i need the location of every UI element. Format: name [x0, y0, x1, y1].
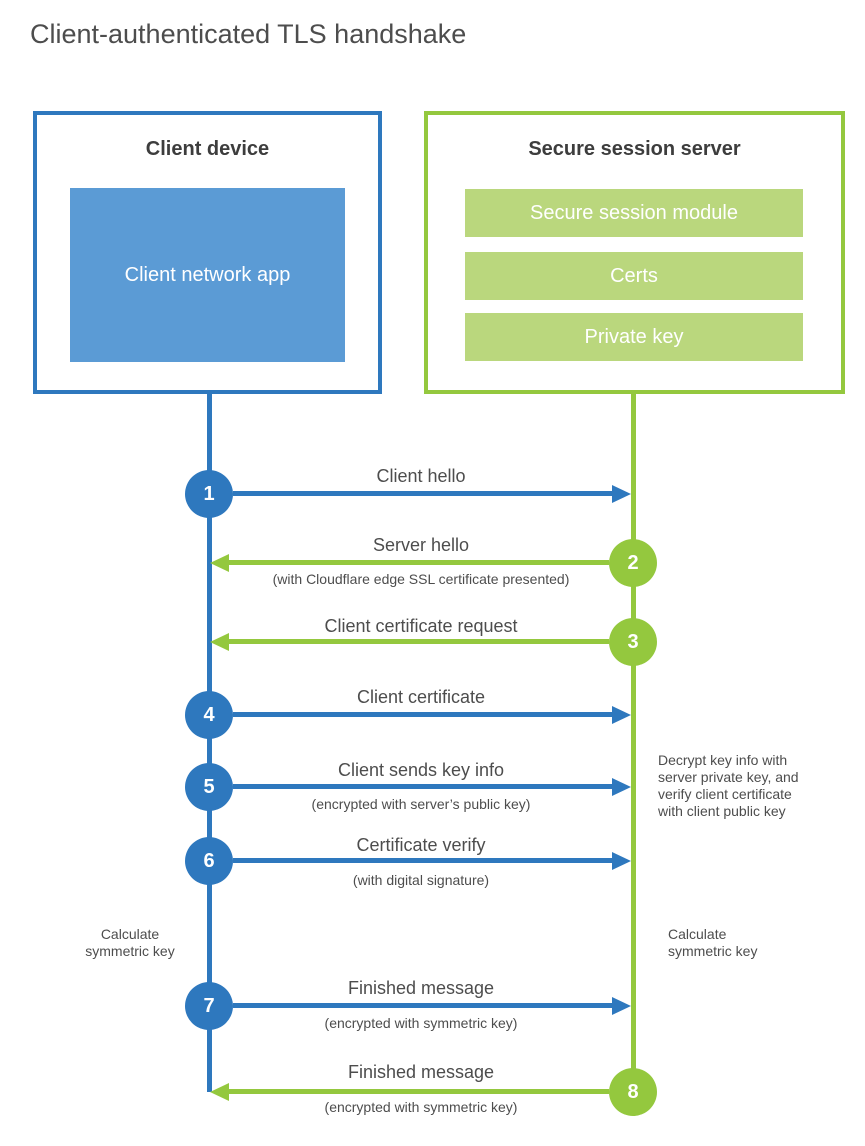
step-subtitle-5: (encrypted with server’s public key) [311, 796, 531, 812]
step-subtitle-2: (with Cloudflare edge SSL certificate pr… [272, 571, 570, 587]
client-lifeline [207, 392, 212, 1092]
step-circle-7: 7 [185, 982, 233, 1030]
step-circle-8: 8 [609, 1068, 657, 1116]
arrow-step-2 [229, 560, 609, 565]
arrow-head-step-1 [612, 485, 631, 503]
arrow-step-4 [233, 712, 613, 717]
arrow-head-step-3 [210, 633, 229, 651]
arrow-head-step-2 [210, 554, 229, 572]
arrow-step-3 [229, 639, 609, 644]
step-label-4: Client certificate [356, 687, 486, 707]
arrow-head-step-4 [612, 706, 631, 724]
note-calculate-symmetric-key-server: Calculate symmetric key [668, 926, 758, 959]
arrow-step-6 [233, 858, 613, 863]
server-lifeline [631, 392, 636, 1092]
arrow-head-step-5 [612, 778, 631, 796]
secure-session-server-title: Secure session server [528, 138, 741, 160]
step-label-5: Client sends key info [337, 760, 505, 780]
note-decrypt-key-info: Decrypt key info with server private key… [658, 752, 799, 819]
server-module-certs: Certs [465, 252, 803, 300]
step-subtitle-8: (encrypted with symmetric key) [324, 1099, 518, 1115]
arrow-step-5 [233, 784, 613, 789]
server-module-secure-session: Secure session module [465, 189, 803, 237]
arrow-head-step-7 [612, 997, 631, 1015]
client-network-app-label: Client network app [124, 264, 291, 286]
step-circle-5: 5 [185, 763, 233, 811]
step-circle-2: 2 [609, 539, 657, 587]
page-title: Client-authenticated TLS handshake [30, 19, 467, 49]
step-label-7: Finished message [347, 978, 495, 998]
client-device-title: Client device [145, 138, 270, 160]
step-circle-1: 1 [185, 470, 233, 518]
step-label-8: Finished message [347, 1062, 495, 1082]
step-label-1: Client hello [376, 466, 466, 486]
arrow-step-1 [233, 491, 613, 496]
arrow-head-step-6 [612, 852, 631, 870]
arrow-head-step-8 [210, 1083, 229, 1101]
server-module-private-key: Private key [465, 313, 803, 361]
step-label-2: Server hello [372, 535, 470, 555]
arrow-step-8 [229, 1089, 609, 1094]
step-subtitle-6: (with digital signature) [352, 872, 490, 888]
step-label-3: Client certificate request [324, 616, 518, 636]
arrow-step-7 [233, 1003, 613, 1008]
step-circle-4: 4 [185, 691, 233, 739]
step-circle-3: 3 [609, 618, 657, 666]
step-subtitle-7: (encrypted with symmetric key) [324, 1015, 518, 1031]
step-label-6: Certificate verify [356, 835, 486, 855]
note-calculate-symmetric-key-client: Calculate symmetric key [85, 926, 175, 959]
step-circle-6: 6 [185, 837, 233, 885]
client-network-app-box: Client network app [70, 188, 345, 362]
